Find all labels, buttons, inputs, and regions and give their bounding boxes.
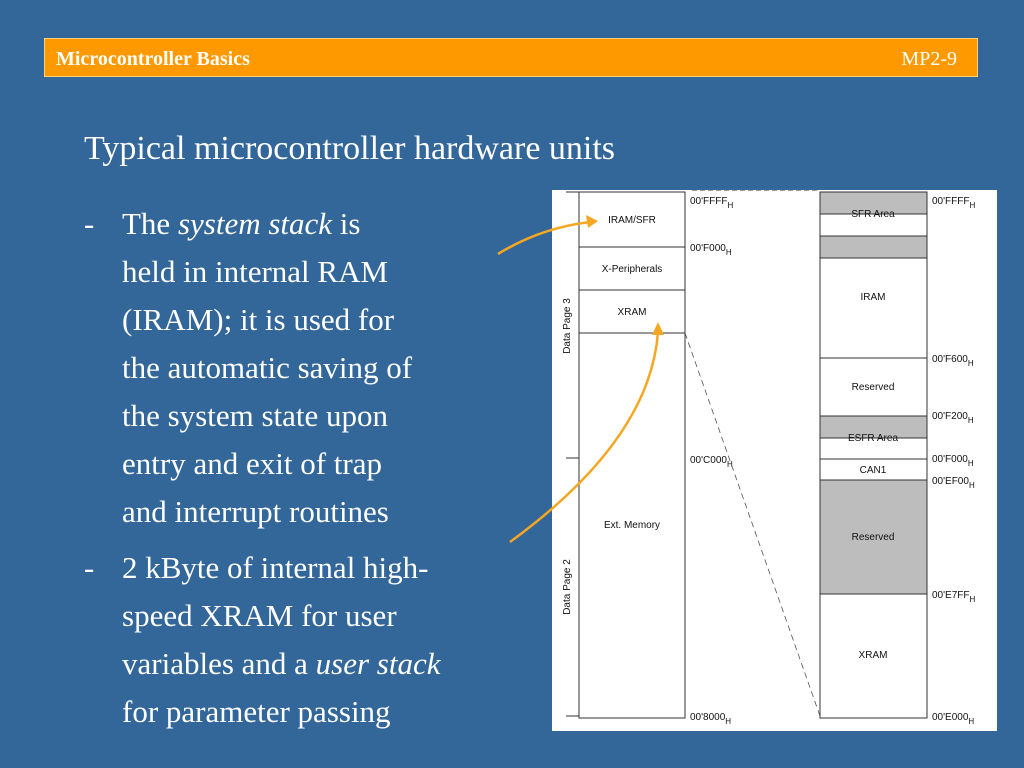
- bullet-line: 2 kByte of internal high-: [122, 550, 429, 585]
- hex-suffix: H: [969, 481, 975, 490]
- bullet-marker: -: [84, 206, 95, 241]
- block-iram: IRAM: [861, 292, 886, 303]
- block-can1: CAN1: [860, 465, 887, 476]
- text-run: The: [122, 206, 178, 241]
- bullet-xram: - 2 kByte of internal high- speed XRAM f…: [84, 544, 441, 736]
- bullet-system-stack: - The system stack is held in internal R…: [84, 200, 412, 536]
- address-label: 00'E7FFH: [932, 590, 975, 604]
- right-memory-column: [819, 191, 928, 719]
- bullet-line: the automatic saving of: [122, 350, 413, 385]
- right-column-frame: [819, 191, 928, 719]
- hex-suffix: H: [727, 201, 733, 210]
- hex-suffix: H: [968, 717, 974, 726]
- reserved-band: [820, 236, 927, 258]
- bullet-line: and interrupt routines: [122, 494, 389, 529]
- hex-suffix: H: [968, 416, 974, 425]
- block-ext-memory: Ext. Memory: [604, 520, 660, 531]
- block-x-peripherals: X-Peripherals: [602, 264, 663, 275]
- bullet-line: The system stack is: [122, 200, 412, 248]
- block-xram-left: XRAM: [618, 307, 647, 318]
- address-label: 00'F000H: [690, 243, 732, 257]
- block-reserved: Reserved: [852, 382, 895, 393]
- bullet-line: for parameter passing: [122, 694, 391, 729]
- address-label: 00'F200H: [932, 411, 974, 425]
- address-value: 00'E000: [932, 712, 969, 723]
- slide-title: Typical microcontroller hardware units: [84, 130, 616, 167]
- hex-suffix: H: [727, 460, 733, 469]
- reserved-band: [820, 192, 927, 214]
- address-label: 00'8000H: [690, 712, 731, 726]
- block-reserved: Reserved: [852, 532, 895, 543]
- bullet-line: speed XRAM for user: [122, 598, 397, 633]
- address-label: 00'E000H: [932, 712, 974, 726]
- data-page-3-label: Data Page 3: [562, 298, 573, 354]
- block-esfr-area: ESFR Area: [848, 433, 898, 444]
- memory-map-diagram: Data Page 3 Data Page 2 IRAM/SFR X-Perip…: [552, 189, 997, 731]
- zoom-connector-line: [684, 332, 821, 717]
- reserved-block: [820, 480, 927, 594]
- bullet-line: (IRAM); it is used for: [122, 302, 395, 337]
- block-sfr-area: SFR Area: [851, 209, 895, 220]
- reserved-band: [820, 416, 927, 438]
- address-value: 00'F000: [690, 243, 726, 254]
- address-value: 00'E7FF: [932, 590, 969, 601]
- address-value: 00'F000: [932, 454, 968, 465]
- bullet-line: held in internal RAM: [122, 254, 389, 289]
- hex-suffix: H: [968, 359, 974, 368]
- address-value: 00'F600: [932, 354, 968, 365]
- memory-map-svg: Data Page 3 Data Page 2 IRAM/SFR X-Perip…: [562, 189, 975, 726]
- address-value: 00'FFFF: [932, 196, 969, 207]
- hex-suffix: H: [969, 201, 975, 210]
- block-xram-right: XRAM: [859, 650, 888, 661]
- hex-suffix: H: [969, 595, 975, 604]
- emphasis-system-stack: system stack: [177, 206, 333, 241]
- bullet-line: entry and exit of trap: [122, 446, 382, 481]
- block-iram-sfr: IRAM/SFR: [608, 215, 656, 226]
- bullet-line: variables and a user stack: [122, 640, 441, 688]
- address-value: 00'EF00: [932, 476, 969, 487]
- emphasis-user-stack: user stack: [315, 646, 441, 681]
- bullet-line: the system state upon: [122, 398, 389, 433]
- hex-suffix: H: [725, 717, 731, 726]
- address-label: 00'EF00H: [932, 476, 975, 490]
- text-run: variables and a: [122, 646, 316, 681]
- bullet-marker: -: [84, 550, 95, 585]
- address-value: 00'8000: [690, 712, 726, 723]
- data-page-2-label: Data Page 2: [562, 559, 573, 615]
- address-value: 00'F200: [932, 411, 968, 422]
- text-run: is: [332, 206, 361, 241]
- address-value: 00'C000: [690, 455, 727, 466]
- address-label: 00'F000H: [932, 454, 974, 468]
- hex-suffix: H: [726, 248, 732, 257]
- slide-number: MP2-9: [901, 48, 957, 70]
- address-label: 00'F600H: [932, 354, 974, 368]
- hex-suffix: H: [968, 459, 974, 468]
- header-bar: Microcontroller Basics MP2-9: [44, 38, 978, 77]
- address-label: 00'FFFFH: [690, 196, 733, 210]
- address-label: 00'FFFFH: [932, 196, 975, 210]
- header-title: Microcontroller Basics: [56, 48, 250, 70]
- address-value: 00'FFFF: [690, 196, 727, 207]
- address-label: 00'C000H: [690, 455, 733, 469]
